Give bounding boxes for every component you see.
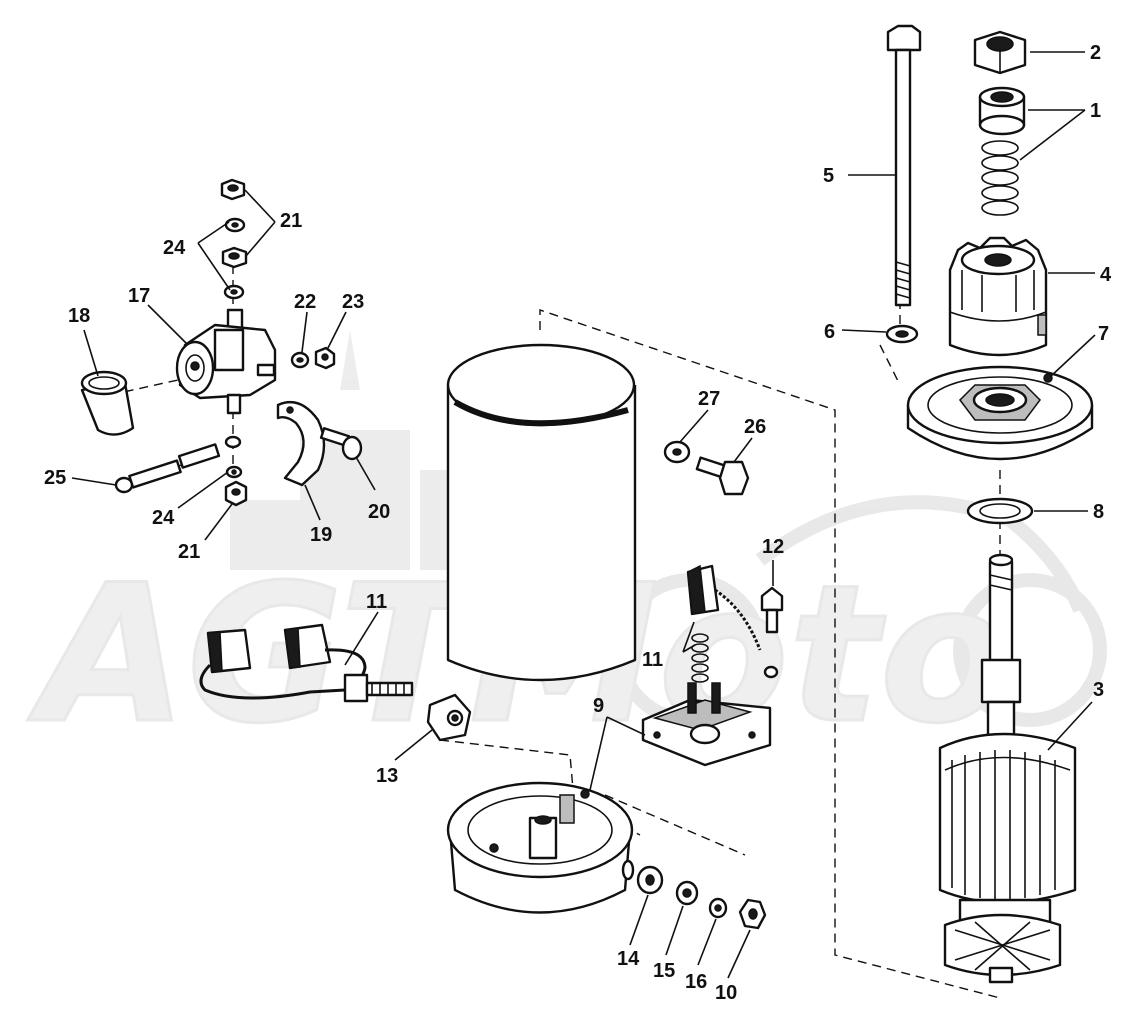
part-12-screw bbox=[760, 586, 784, 634]
callout-11-right: 11 bbox=[642, 649, 663, 671]
part-21-nut-mid bbox=[221, 246, 248, 269]
leader-lines bbox=[71, 51, 1096, 979]
part-26-screw bbox=[695, 456, 750, 496]
callout-2: 2 bbox=[1090, 42, 1101, 64]
callout-14: 14 bbox=[617, 948, 640, 970]
part-10-nut bbox=[738, 898, 767, 930]
callout-21-top: 21 bbox=[280, 210, 302, 232]
callout-25: 25 bbox=[44, 467, 66, 489]
part-21-nut-bottom bbox=[224, 480, 248, 507]
callout-15: 15 bbox=[653, 960, 675, 982]
part-9-brush-holder bbox=[641, 682, 772, 767]
callout-9: 9 bbox=[593, 695, 604, 717]
field-frame-cylinder bbox=[446, 343, 637, 682]
callout-4: 4 bbox=[1100, 264, 1112, 286]
callout-24-top: 24 bbox=[163, 237, 186, 259]
callout-18: 18 bbox=[68, 305, 90, 327]
callout-19: 19 bbox=[310, 524, 332, 546]
part-23-nut bbox=[314, 346, 336, 370]
commutator-end-cap bbox=[446, 781, 635, 914]
callout-5: 5 bbox=[823, 165, 834, 187]
callout-8: 8 bbox=[1093, 501, 1104, 523]
callout-22: 22 bbox=[294, 291, 316, 313]
part-16-lockwasher bbox=[708, 897, 728, 919]
callout-7: 7 bbox=[1098, 323, 1109, 345]
part-22-washer bbox=[290, 351, 310, 369]
part-15-washer bbox=[675, 880, 699, 906]
callout-16: 16 bbox=[685, 971, 707, 993]
callout-11-left: 11 bbox=[366, 591, 387, 613]
part-24-lockwasher-bottom bbox=[225, 465, 243, 479]
callout-10: 10 bbox=[715, 982, 737, 1004]
part-17-solenoid bbox=[175, 308, 277, 415]
part-7-end-cap bbox=[906, 365, 1094, 461]
callout-24-bottom: 24 bbox=[152, 507, 175, 529]
part-20-screw bbox=[319, 427, 363, 461]
callout-1: 1 bbox=[1090, 100, 1101, 122]
part-24-lockwasher-top bbox=[224, 217, 246, 233]
part-3-armature bbox=[938, 553, 1077, 984]
part-14-washer bbox=[636, 865, 664, 895]
part-5-through-bolt bbox=[886, 24, 922, 307]
callout-20: 20 bbox=[368, 501, 390, 523]
part-2-nut bbox=[973, 30, 1027, 75]
callout-3: 3 bbox=[1093, 679, 1104, 701]
part-11-brush-spring-right bbox=[686, 564, 779, 683]
part-6-washer bbox=[885, 324, 919, 344]
callout-labels: 2 1 4 5 6 7 8 3 21 24 17 18 22 23 20 19 … bbox=[44, 42, 1112, 1004]
part-8-thrust-washer bbox=[966, 497, 1034, 525]
callout-27: 27 bbox=[698, 388, 720, 410]
part-19-bracket bbox=[276, 400, 326, 487]
part-21-nut-top bbox=[220, 178, 246, 201]
part-4-drive-gear bbox=[948, 236, 1048, 357]
callout-23: 23 bbox=[342, 291, 364, 313]
callout-17: 17 bbox=[128, 285, 150, 307]
callout-6: 6 bbox=[824, 321, 835, 343]
part-18-sleeve bbox=[80, 370, 135, 436]
part-25-cable-lead bbox=[114, 435, 242, 494]
callout-13: 13 bbox=[376, 765, 398, 787]
part-11-brush-set-left bbox=[199, 623, 414, 703]
callout-12: 12 bbox=[762, 536, 784, 558]
part-1-spacer-spring bbox=[978, 86, 1026, 216]
part-13-terminal-block bbox=[426, 693, 472, 742]
part-27-washer bbox=[663, 440, 691, 464]
callout-26: 26 bbox=[744, 416, 766, 438]
callout-21-bottom: 21 bbox=[178, 541, 200, 563]
